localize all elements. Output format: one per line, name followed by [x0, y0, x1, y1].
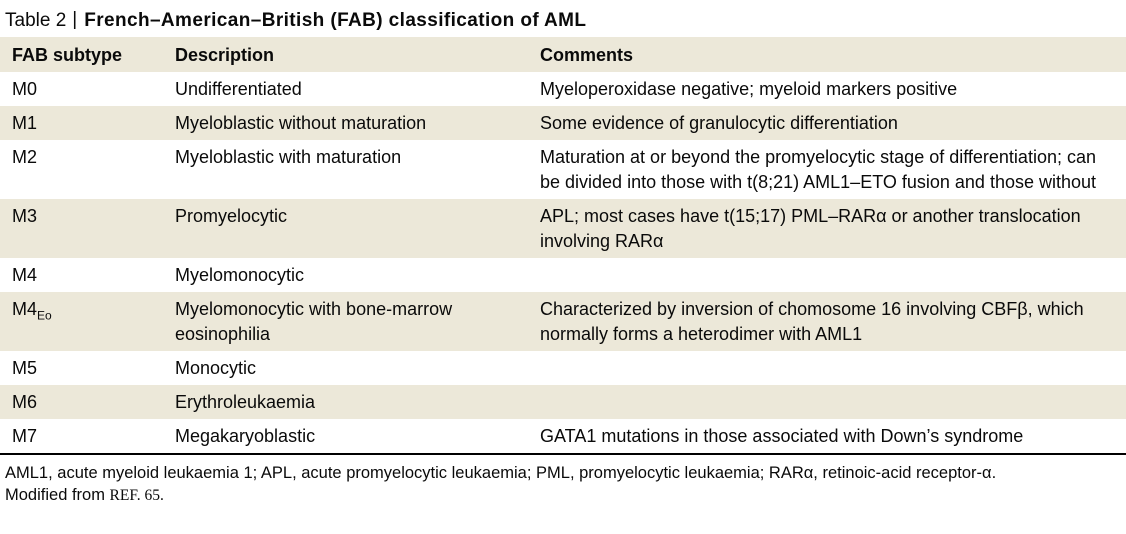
- comments-cell: Maturation at or beyond the promyelocyti…: [540, 147, 1097, 192]
- table-row-m1: M1 Myeloblastic without maturation Some …: [0, 106, 1126, 140]
- table-row-m0: M0 Undifferentiated Myeloperoxidase nega…: [0, 72, 1126, 106]
- description-cell: Myeloblastic with maturation: [175, 147, 402, 167]
- source-reference: REF. 65.: [109, 487, 164, 504]
- table-row-m4eo: M4Eo Myelomonocytic with bone-marrow eos…: [0, 292, 1126, 351]
- abbreviations-text: AML1, acute myeloid leukaemia 1; APL, ac…: [5, 464, 997, 482]
- fab-subtype-cell: M2: [12, 147, 38, 167]
- description-cell: Myeloblastic without maturation: [163, 106, 528, 140]
- table-row-m7: M7 Megakaryoblastic GATA1 mutations in t…: [0, 419, 1126, 455]
- comments-cell: Some evidence of granulocytic differenti…: [528, 106, 1126, 140]
- column-header-fab-subtype: FAB subtype: [0, 37, 163, 72]
- description-cell: Promyelocytic: [163, 199, 528, 258]
- column-header-comments: Comments: [528, 37, 1126, 72]
- fab-subtype-cell: M4Eo: [0, 292, 163, 351]
- comments-cell: [528, 258, 1126, 292]
- comments-cell: GATA1 mutations in those associated with…: [528, 419, 1126, 455]
- description-cell: Megakaryoblastic: [163, 419, 528, 455]
- description-cell: Myelomonocytic: [175, 265, 305, 285]
- column-header-description: Description: [163, 37, 528, 72]
- comments-cell: [528, 351, 1126, 385]
- title-separator: |: [72, 9, 78, 30]
- description-cell: Undifferentiated: [175, 79, 302, 99]
- fab-subtype-cell: M1: [0, 106, 163, 140]
- table-row-m5: M5 Monocytic: [0, 351, 1126, 385]
- fab-subtype-cell: M3: [0, 199, 163, 258]
- table-row-m6: M6 Erythroleukaemia: [0, 385, 1126, 419]
- table-number: Table 2: [5, 10, 67, 31]
- table-row-m2: M2 Myeloblastic with maturation Maturati…: [0, 140, 1126, 199]
- description-cell: Erythroleukaemia: [163, 385, 528, 419]
- table-title-text: French–American–British (FAB) classifica…: [84, 10, 587, 31]
- fab-subtype-cell: M7: [0, 419, 163, 455]
- fab-subtype-cell: M4: [12, 265, 38, 285]
- description-cell: Myelomonocytic with bone-marrow eosinoph…: [163, 292, 528, 351]
- fab-subtype-cell: M5: [12, 358, 38, 378]
- fab-subtype-subscript: Eo: [37, 308, 52, 323]
- comments-cell: Myeloperoxidase negative; myeloid marker…: [540, 79, 958, 99]
- table-footnote: AML1, acute myeloid leukaemia 1; APL, ac…: [0, 455, 1126, 507]
- comments-cell: [528, 385, 1126, 419]
- table-row-m3: M3 Promyelocytic APL; most cases have t(…: [0, 199, 1126, 258]
- fab-subtype-cell: M6: [0, 385, 163, 419]
- comments-cell: Characterized by inversion of chomosome …: [528, 292, 1126, 351]
- table-header-row: FAB subtype Description Comments: [0, 37, 1126, 72]
- table-row-m4: M4 Myelomonocytic: [0, 258, 1126, 292]
- source-note-prefix: Modified from: [5, 486, 110, 504]
- fab-subtype-label: M4: [12, 299, 38, 319]
- fab-subtype-cell: M0: [12, 79, 38, 99]
- description-cell: Monocytic: [175, 358, 257, 378]
- fab-classification-table: FAB subtype Description Comments M0 Undi…: [0, 37, 1126, 455]
- comments-cell: APL; most cases have t(15;17) PML–RARα o…: [528, 199, 1126, 258]
- table-title: Table 2| French–American–British (FAB) cl…: [0, 0, 1126, 37]
